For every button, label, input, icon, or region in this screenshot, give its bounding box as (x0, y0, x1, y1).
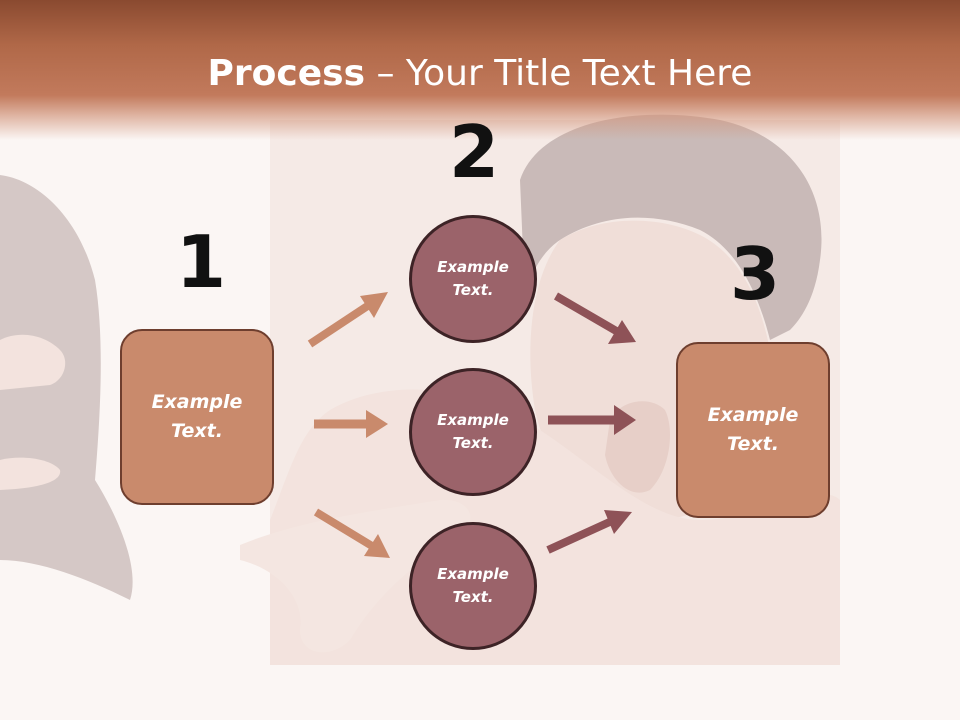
circle-bottom-text: Example Text. (437, 565, 509, 606)
arrow-to-bottom-circle (313, 508, 390, 558)
title-bar (0, 0, 960, 140)
arrow-from-middle-circle (548, 405, 636, 435)
process-circle-bottom: Example Text. (409, 522, 537, 650)
process-circle-middle: Example Text. (409, 368, 537, 496)
box-right-text: Example Text. (707, 404, 799, 455)
process-circle-top: Example Text. (409, 215, 537, 343)
step-number-3: 3 (730, 232, 781, 316)
process-box-left: Example Text. (120, 329, 274, 505)
title-rest: – Your Title Text Here (365, 53, 753, 94)
arrow-from-top-circle (553, 292, 636, 344)
circle-middle-text: Example Text. (437, 411, 509, 452)
process-box-right: Example Text. (676, 342, 830, 518)
arrow-to-top-circle (307, 292, 388, 348)
circle-top-text: Example Text. (437, 258, 509, 299)
slide-title: Process – Your Title Text Here (0, 52, 960, 96)
box-left-text: Example Text. (151, 391, 243, 442)
arrow-from-bottom-circle (546, 510, 632, 554)
arrow-to-middle-circle (314, 410, 388, 438)
step-number-2: 2 (449, 110, 500, 194)
title-bold: Process (207, 53, 366, 94)
step-number-1: 1 (176, 220, 227, 304)
